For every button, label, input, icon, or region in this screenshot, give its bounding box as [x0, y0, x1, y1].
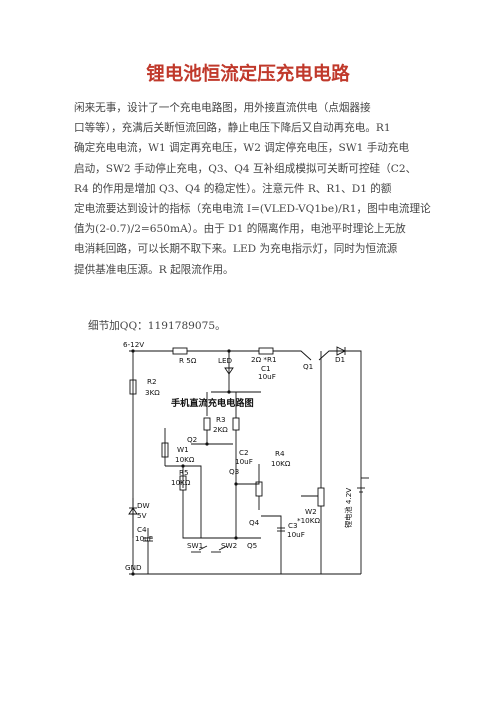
label-q2: Q2 [187, 435, 197, 444]
label-r5-value: 10KΩ [171, 478, 191, 487]
label-r2: R2 [147, 377, 157, 386]
body-paragraph: 闲来无事，设计了一个充电电路图，用外接直流供电（点烟器接 口等等），充满后关断恒… [74, 98, 431, 280]
label-w2: W2 [305, 507, 317, 516]
circuit-diagram: 手机直流充电电路图 6-12V R 5Ω LED 2Ω *R1 C1 10uF … [123, 340, 369, 576]
label-q4: Q4 [249, 518, 260, 527]
label-r3-value: 2KΩ [213, 425, 228, 434]
contact-line: 细节加QQ：1191789075。 [88, 320, 226, 332]
paragraph-line: 提供基准电压源。R 起限流作用。 [74, 263, 234, 276]
label-r: R 5Ω [179, 356, 197, 365]
label-c4-value: 10uF [135, 534, 153, 543]
paragraph-line: 值为(2-0.7)/2=650mA）。由于 D1 的隔离作用，电池平时理论上无放 [74, 223, 406, 236]
paragraph-line: 电消耗回路，可以长期不取下来。LED 为充电指示灯，同时为恒流源 [74, 243, 398, 256]
label-r1: 2Ω *R1 [251, 355, 277, 364]
label-r5: R5 [179, 468, 189, 477]
paragraph-line: 启动，SW2 手动停止充电，Q3、Q4 互补组成模拟可关断可控硅（C2、 [74, 162, 417, 175]
paragraph-line: 口等等），充满后关断恒流回路，静止电压下降后又自动再充电。R1 [74, 122, 391, 135]
label-gnd: GND [125, 563, 142, 572]
label-w2-value: *10KΩ [297, 516, 320, 525]
label-r4: R4 [275, 449, 285, 458]
circuit-junctions [131, 349, 238, 576]
label-sw1: SW1 [187, 541, 203, 550]
label-sw2: SW2 [221, 541, 237, 550]
label-battery: 锂电池 4.2V [344, 488, 353, 528]
label-q1: Q1 [303, 362, 313, 371]
paragraph-line: 闲来无事，设计了一个充电电路图，用外接直流供电（点烟器接 [74, 102, 371, 114]
label-c1-value: 10uF [258, 372, 276, 381]
label-dw: DW [137, 501, 150, 510]
label-led: LED [218, 356, 233, 365]
label-c1: C1 [261, 364, 271, 373]
label-dw-value: 5V [137, 511, 147, 520]
label-c4: C4 [137, 525, 147, 534]
label-r3: R3 [216, 415, 226, 424]
label-c2-value: 10uF [235, 457, 253, 466]
label-r4-value: 10KΩ [271, 459, 291, 468]
diagram-title: 手机直流充电电路图 [171, 397, 254, 409]
label-r2-value: 3KΩ [145, 388, 160, 397]
label-c2: C2 [239, 448, 249, 457]
label-w1-value: 10KΩ [175, 455, 195, 464]
label-w1: W1 [177, 445, 189, 454]
label-d1: D1 [335, 355, 345, 364]
page-title: 锂电池恒流定压充电电路 [146, 64, 350, 85]
paragraph-line: 定电流要达到设计的指标（充电电流 I=(VLED-VQ1be)/R1，图中电流理… [74, 203, 431, 216]
paragraph-line: R4 的作用是增加 Q3、Q4 的稳定性）。注意元件 R、R1、D1 的额 [74, 182, 392, 195]
label-q3: Q3 [229, 467, 239, 476]
label-q5: Q5 [247, 541, 257, 550]
label-c3-value: 10uF [287, 530, 305, 539]
label-c3: C3 [288, 521, 298, 530]
label-vin: 6-12V [123, 340, 144, 349]
paragraph-line: 确定充电电流，W1 调定再充电压，W2 调定停充电压，SW1 手动充电 [74, 142, 410, 155]
